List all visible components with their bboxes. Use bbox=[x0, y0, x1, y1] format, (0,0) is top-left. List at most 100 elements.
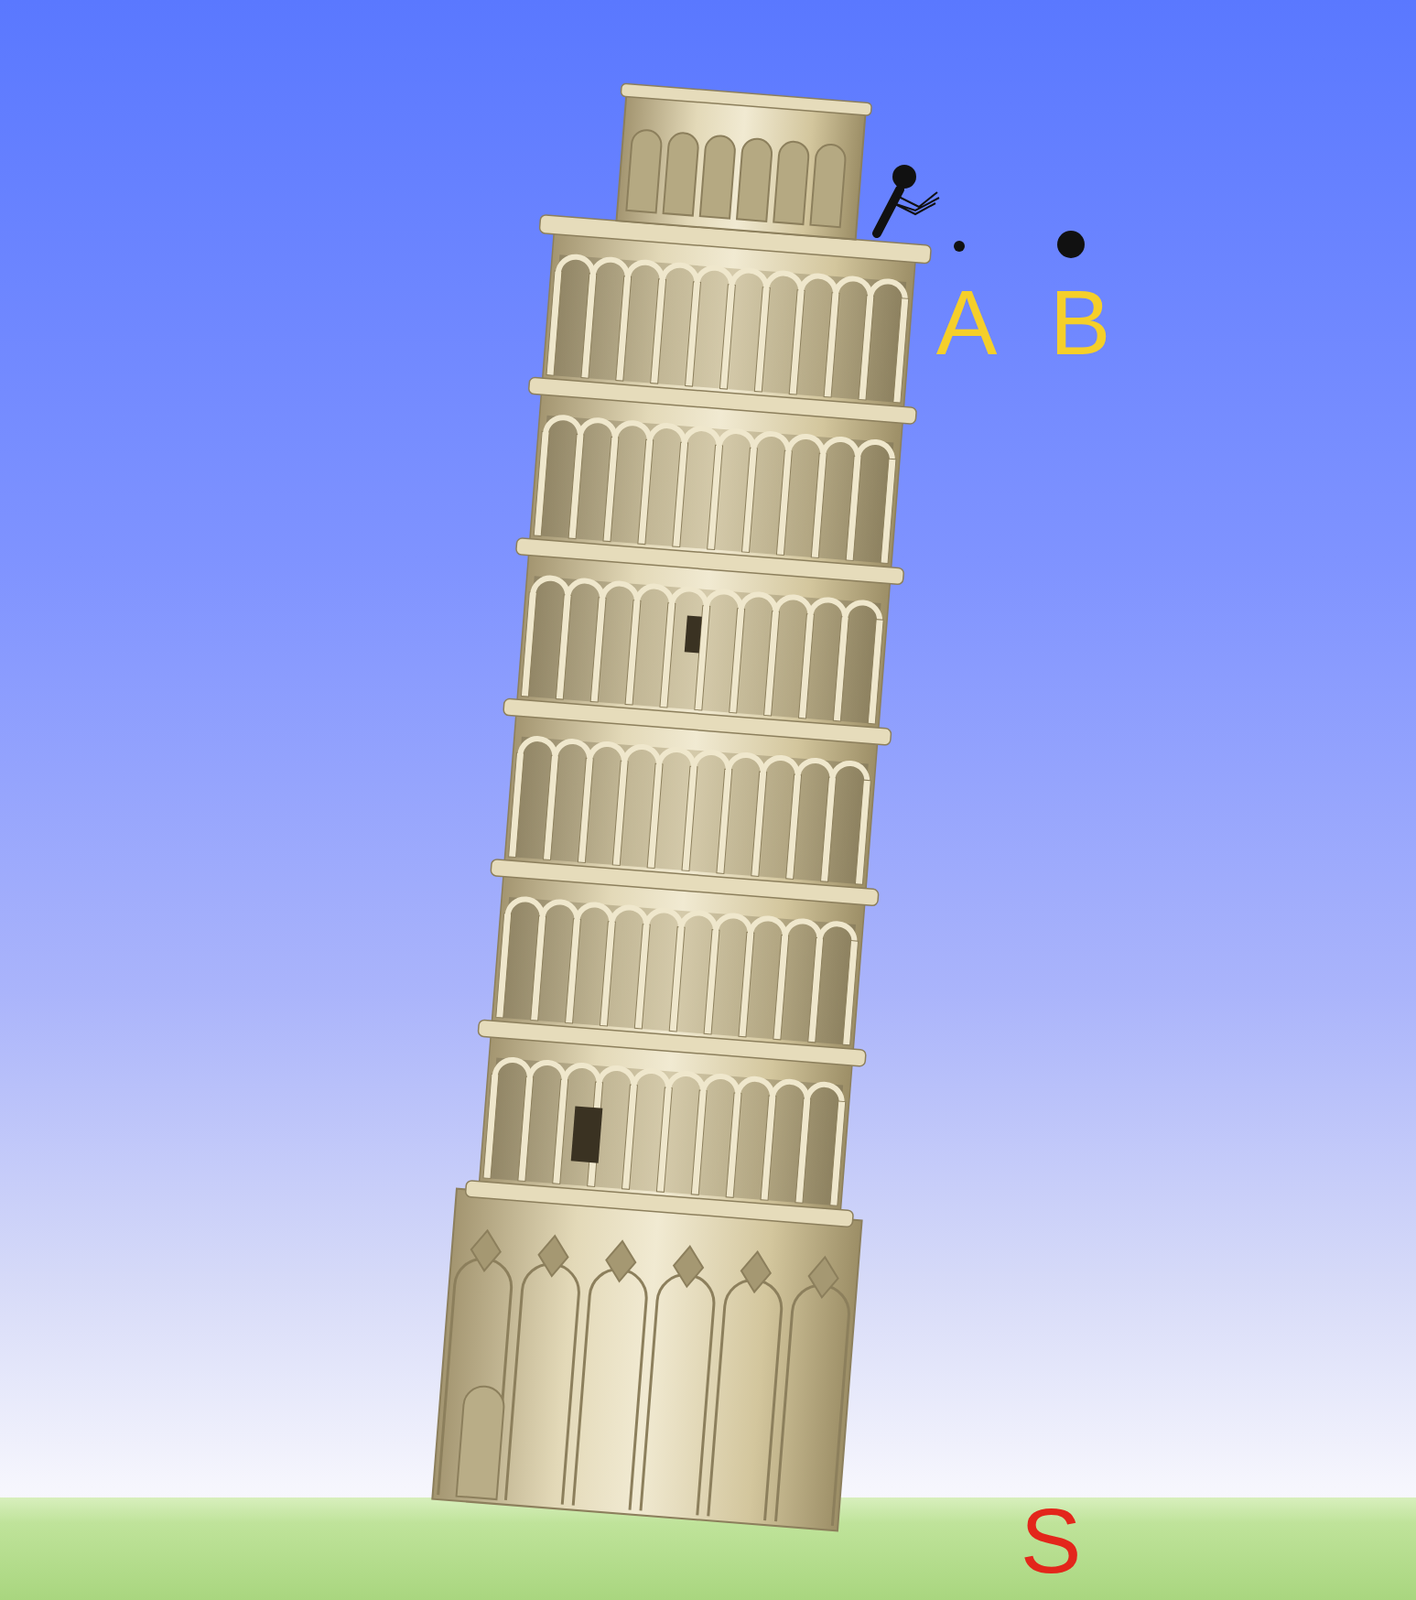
column bbox=[858, 295, 875, 400]
column bbox=[577, 757, 594, 863]
arch bbox=[820, 922, 856, 943]
ball-label: B bbox=[1049, 276, 1112, 368]
column bbox=[821, 777, 837, 882]
arch bbox=[495, 1059, 531, 1080]
diamond-ornament bbox=[605, 1240, 638, 1283]
column bbox=[742, 447, 758, 552]
arch bbox=[529, 1061, 566, 1082]
column bbox=[751, 771, 768, 876]
column bbox=[622, 1084, 638, 1190]
column bbox=[703, 929, 720, 1035]
column bbox=[634, 924, 650, 1029]
arch bbox=[558, 255, 595, 276]
large-ball bbox=[1057, 230, 1085, 259]
column bbox=[843, 940, 859, 1046]
arch bbox=[633, 1069, 670, 1090]
column bbox=[685, 281, 702, 387]
blind-arch bbox=[572, 1266, 649, 1510]
cornice bbox=[528, 377, 917, 424]
column bbox=[546, 270, 563, 376]
arch bbox=[671, 587, 708, 608]
arch bbox=[615, 421, 651, 443]
small-ball bbox=[953, 240, 965, 252]
column bbox=[650, 279, 667, 384]
column bbox=[565, 918, 582, 1024]
arch bbox=[797, 759, 833, 780]
column bbox=[533, 431, 550, 536]
gallery bbox=[524, 575, 881, 724]
arch bbox=[541, 900, 578, 921]
arch bbox=[832, 761, 868, 782]
arch bbox=[696, 266, 733, 287]
column bbox=[760, 1095, 777, 1200]
column bbox=[669, 927, 685, 1032]
column bbox=[590, 597, 606, 703]
column bbox=[681, 766, 698, 871]
arch bbox=[659, 748, 695, 769]
column bbox=[764, 611, 780, 716]
blind-arch bbox=[438, 1256, 514, 1500]
arch bbox=[772, 1080, 809, 1101]
arch bbox=[750, 917, 787, 938]
arch bbox=[602, 582, 638, 603]
column bbox=[616, 276, 632, 381]
ground-label: S bbox=[1020, 1494, 1082, 1587]
column bbox=[552, 1079, 569, 1184]
column bbox=[729, 608, 746, 714]
arch bbox=[728, 754, 765, 775]
arch bbox=[668, 1071, 704, 1092]
arch bbox=[564, 1064, 601, 1085]
arch bbox=[576, 903, 613, 924]
diamond-ornament bbox=[537, 1234, 570, 1277]
column bbox=[893, 298, 909, 403]
column bbox=[725, 1092, 742, 1198]
cornice bbox=[490, 859, 879, 907]
cornice bbox=[516, 538, 905, 585]
blind-arch bbox=[640, 1272, 716, 1515]
arch bbox=[810, 598, 846, 619]
arch bbox=[763, 756, 800, 778]
belfry-arch bbox=[663, 131, 700, 216]
column bbox=[854, 779, 871, 885]
arch bbox=[753, 432, 790, 454]
column bbox=[659, 603, 676, 708]
cornice bbox=[464, 1179, 854, 1227]
gallery bbox=[550, 254, 907, 402]
column bbox=[823, 292, 840, 398]
column bbox=[786, 774, 802, 879]
arch bbox=[611, 906, 648, 927]
column bbox=[555, 594, 572, 700]
column bbox=[830, 1101, 846, 1206]
arch bbox=[844, 601, 881, 622]
column bbox=[656, 1087, 672, 1192]
column bbox=[568, 433, 584, 539]
column bbox=[672, 442, 689, 547]
arch bbox=[646, 908, 682, 930]
blind-arch bbox=[505, 1262, 581, 1505]
arch bbox=[624, 745, 660, 767]
cornice bbox=[503, 698, 892, 746]
arch bbox=[661, 263, 698, 284]
column bbox=[880, 458, 897, 563]
column bbox=[542, 755, 559, 860]
figure-arms bbox=[893, 192, 940, 215]
column bbox=[719, 284, 736, 390]
column bbox=[530, 916, 547, 1021]
cornice bbox=[477, 1019, 866, 1067]
belfry-arch bbox=[700, 134, 736, 218]
arch bbox=[775, 595, 811, 617]
column bbox=[496, 913, 512, 1018]
column bbox=[738, 932, 755, 1038]
gallery bbox=[499, 897, 856, 1045]
arch bbox=[715, 914, 752, 935]
arch bbox=[554, 740, 591, 761]
arch bbox=[589, 743, 626, 764]
arch bbox=[567, 579, 604, 600]
arch bbox=[706, 590, 743, 611]
column bbox=[612, 760, 628, 865]
arch bbox=[870, 280, 907, 301]
column bbox=[789, 290, 805, 395]
gallery bbox=[537, 415, 894, 563]
